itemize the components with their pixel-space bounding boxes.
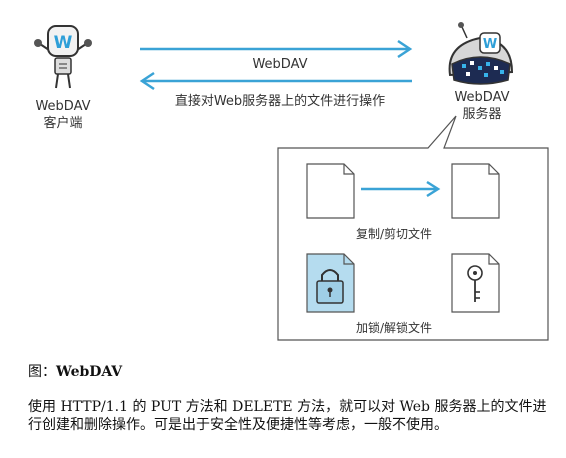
arrow-server-to-client [139, 71, 412, 91]
copy-arrow [361, 180, 441, 198]
file-icon-target [451, 163, 500, 219]
figure-caption: 图：WebDAV [28, 361, 122, 381]
caption-prefix: 图： [28, 364, 56, 380]
lock-icon [306, 253, 355, 313]
server-label-line2: 服务器 [462, 107, 502, 122]
description-paragraph: 使用 HTTP/1.1 的 PUT 方法和 DELETE 方法，就可以对 Web… [28, 399, 547, 433]
arrow-client-to-server [140, 39, 413, 59]
copy-cut-label: 复制/剪切文件 [356, 227, 433, 241]
svg-text:W: W [483, 37, 497, 52]
svg-text:W: W [54, 33, 73, 53]
server-label: WebDAV 服务器 [447, 89, 517, 123]
client-label-line1: WebDAV [35, 99, 91, 114]
client-robot-icon: W [34, 25, 92, 89]
server-label-line1: WebDAV [454, 90, 510, 105]
arrow-top-label: WebDAV [252, 57, 308, 72]
arrow-bottom-label: 直接对Web服务器上的文件进行操作 [174, 94, 386, 109]
client-label-line2: 客户端 [43, 116, 83, 131]
client-label: WebDAV 客户端 [28, 98, 98, 132]
key-icon [451, 253, 500, 313]
caption-title: WebDAV [56, 364, 123, 380]
lock-unlock-label: 加锁/解锁文件 [356, 321, 433, 335]
server-robot-icon: W [448, 22, 514, 85]
file-icon-source [306, 163, 355, 219]
